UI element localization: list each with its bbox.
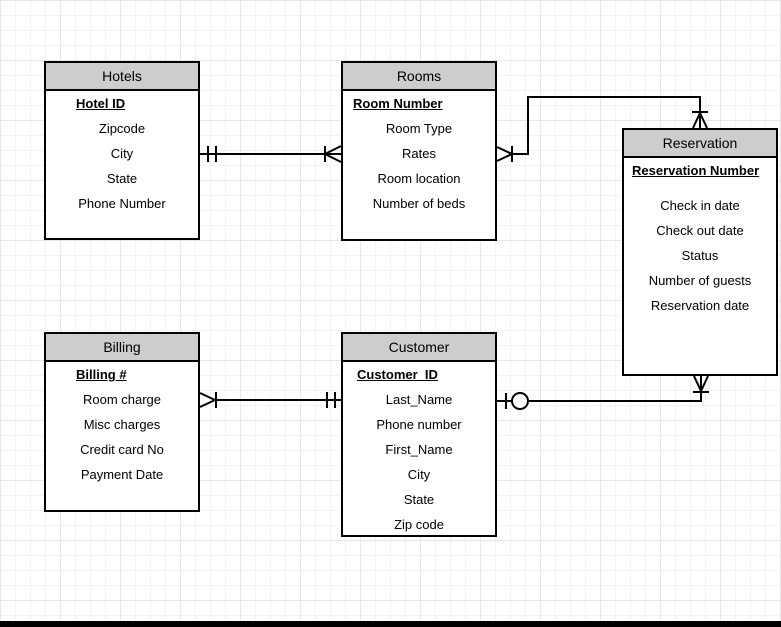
field-room-charge: Room charge <box>82 392 162 407</box>
field-number-of-guests: Number of guests <box>648 273 752 288</box>
field-phone-number: Phone number <box>376 417 462 432</box>
connector-billing-customer[interactable] <box>199 392 341 408</box>
entity-hotels-body: Hotel ID Zipcode City State Phone Number <box>46 91 198 216</box>
field-credit-card-no: Credit card No <box>80 442 164 457</box>
connector-hotels-rooms[interactable] <box>200 145 342 163</box>
field-misc-charges: Misc charges <box>83 417 161 432</box>
field-city: City <box>407 467 431 482</box>
entity-rooms[interactable]: Rooms Room Number Room Type Rates Room l… <box>341 61 497 241</box>
one-and-only-one-marker <box>207 146 217 162</box>
one-or-many-crowfoot-marker <box>199 392 218 408</box>
entity-billing-title[interactable]: Billing <box>46 334 198 362</box>
field-rates: Rates <box>402 146 436 161</box>
field-state: State <box>106 171 138 186</box>
entity-hotels-title[interactable]: Hotels <box>46 63 198 91</box>
entity-hotels[interactable]: Hotels Hotel ID Zipcode City State Phone… <box>44 61 200 240</box>
field-customer-id: Customer_ID <box>357 367 438 382</box>
field-first-name: First_Name <box>385 442 453 457</box>
field-hotel-id: Hotel ID <box>76 96 126 111</box>
field-number-of-beds: Number of beds <box>372 196 466 211</box>
entity-customer-title[interactable]: Customer <box>343 334 495 362</box>
field-check-in-date: Check in date <box>660 198 740 213</box>
entity-billing[interactable]: Billing Billing # Room charge Misc charg… <box>44 332 200 512</box>
field-city: City <box>110 146 134 161</box>
zero-or-one-ring-marker <box>511 392 529 410</box>
field-state: State <box>403 492 435 507</box>
field-reservation-number: Reservation Number <box>632 163 760 178</box>
field-spacer <box>624 183 776 193</box>
field-zip-code: Zip code <box>394 517 444 532</box>
one-or-many-crowfoot-marker <box>693 375 709 394</box>
one-or-many-crowfoot-marker <box>692 110 708 129</box>
connector-customer-reservation[interactable] <box>497 375 709 410</box>
one-or-many-crowfoot-marker <box>322 145 342 163</box>
field-room-type: Room Type <box>385 121 453 136</box>
field-zipcode: Zipcode <box>98 121 146 136</box>
field-payment-date: Payment Date <box>80 467 164 482</box>
entity-rooms-title[interactable]: Rooms <box>343 63 495 91</box>
entity-billing-body: Billing # Room charge Misc charges Credi… <box>46 362 198 487</box>
entity-rooms-body: Room Number Room Type Rates Room locatio… <box>343 91 495 216</box>
connector-line[interactable] <box>528 376 702 402</box>
entity-reservation-title[interactable]: Reservation <box>624 130 776 158</box>
connector-rooms-reservation[interactable] <box>496 96 708 162</box>
entity-reservation[interactable]: Reservation Reservation Number Check in … <box>622 128 778 376</box>
field-reservation-date: Reservation date <box>650 298 750 313</box>
connector-line[interactable] <box>512 96 701 155</box>
one-and-only-one-marker <box>326 392 336 408</box>
field-phone-number: Phone Number <box>78 196 166 211</box>
field-check-out-date: Check out date <box>656 223 744 238</box>
field-billing-number: Billing # <box>76 367 127 382</box>
window-bottom-edge <box>0 621 781 627</box>
field-status: Status <box>681 248 719 263</box>
entity-reservation-body: Reservation Number Check in date Check o… <box>624 158 776 318</box>
entity-customer[interactable]: Customer Customer_ID Last_Name Phone num… <box>341 332 497 537</box>
entity-customer-body: Customer_ID Last_Name Phone number First… <box>343 362 495 537</box>
field-room-number: Room Number <box>353 96 443 111</box>
field-last-name: Last_Name <box>385 392 453 407</box>
one-or-many-crowfoot-marker <box>496 146 515 162</box>
field-room-location: Room location <box>377 171 461 186</box>
